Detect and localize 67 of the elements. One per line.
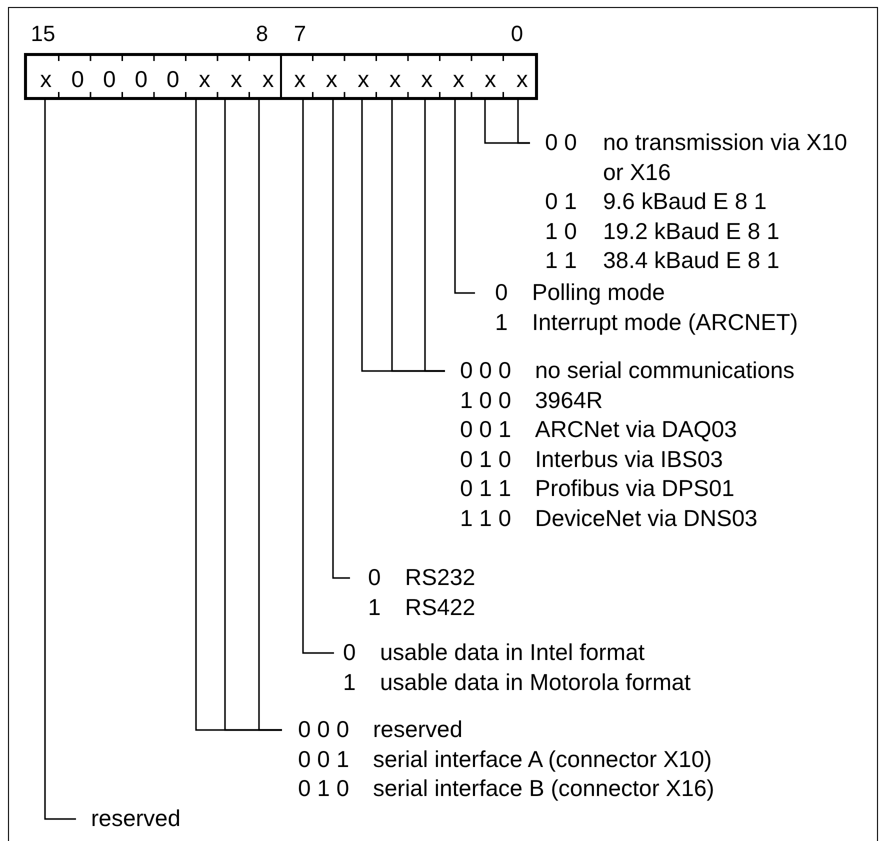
bit-code: 1 0	[545, 216, 577, 246]
bit-cell: 0	[157, 59, 189, 100]
bit-description: no transmission via X10 or X16	[603, 128, 848, 187]
bit-number: 8	[256, 23, 268, 45]
bit-code: 0 0	[545, 128, 577, 158]
bit-description: Polling mode	[532, 278, 665, 308]
bit-code: 1	[343, 668, 356, 697]
bit-description: DeviceNet via DNS03	[535, 504, 758, 533]
bit-description: 38.4 kBaud E 8 1	[603, 246, 780, 276]
bit-code: 0 0 0	[460, 356, 512, 386]
bit-description: serial interface A (connector X10)	[373, 744, 712, 774]
bit-description: usable data in Intel format	[380, 638, 645, 668]
bit-code: 0	[495, 278, 508, 308]
bit-cell: x	[316, 59, 348, 100]
bit-code: 0	[368, 563, 381, 592]
bit-code: 0 0 1	[460, 415, 512, 444]
bit-code: 0 0 1	[298, 744, 350, 774]
bit-description: 3964R	[535, 386, 603, 415]
bit-description: reserved	[91, 805, 180, 832]
bit-number: 15	[30, 23, 56, 45]
bit-number: 7	[294, 23, 306, 45]
leader-line	[332, 100, 350, 579]
bit-cell: x	[220, 59, 252, 100]
bit-cell: x	[284, 59, 316, 100]
leader-line	[454, 100, 475, 294]
bit-code: 0 1 0	[298, 774, 350, 804]
bit-description: RS422	[405, 592, 476, 622]
bit-cell: x	[442, 59, 474, 100]
bit-code: 1 0 0	[460, 386, 512, 415]
bit-description: no serial communications	[535, 356, 795, 386]
bit-code: 0	[343, 638, 356, 668]
bit-cell: x	[252, 59, 284, 100]
leader-line	[302, 100, 334, 654]
bit-code: 1 1	[545, 246, 577, 276]
bit-code: 0 1 0	[460, 444, 512, 474]
bit-description: Interrupt mode (ARCNET)	[532, 308, 798, 337]
bit-cell: x	[30, 59, 62, 100]
bit-description: ARCNet via DAQ03	[535, 415, 737, 444]
bit-description: Interbus via IBS03	[535, 444, 723, 474]
bit-cell: 0	[125, 59, 157, 100]
bit-description: Profibus via DPS01	[535, 474, 734, 504]
bit-description: usable data in Motorola format	[380, 668, 691, 697]
leader-line	[424, 100, 445, 372]
leader-line	[44, 100, 76, 820]
bit-description: 19.2 kBaud E 8 1	[603, 216, 780, 246]
bit-cell: x	[411, 59, 443, 100]
bit-cell: x	[348, 59, 380, 100]
bit-cell: x	[188, 59, 220, 100]
register-box	[24, 53, 538, 100]
bit-description: 9.6 kBaud E 8 1	[603, 187, 767, 216]
bit-description: reserved	[373, 715, 462, 744]
bit-cell: x	[474, 59, 506, 100]
bit-code: 0 1 1	[460, 474, 512, 504]
bit-cell: x	[379, 59, 411, 100]
bit-number: 0	[510, 23, 524, 45]
bit-code: 1	[368, 592, 381, 622]
leader-line	[517, 100, 530, 144]
bit-cell: 0	[94, 59, 126, 100]
bit-code: 0 0 0	[298, 715, 350, 744]
bit-cell: x	[506, 59, 538, 100]
bit-description: RS232	[405, 563, 476, 592]
bit-code: 0 1	[545, 187, 577, 216]
bit-code: 1	[495, 308, 508, 337]
bit-description: serial interface B (connector X16)	[373, 774, 714, 804]
bit-cell: 0	[62, 59, 94, 100]
leader-line	[258, 100, 282, 731]
bit-code: 1 1 0	[460, 504, 512, 533]
